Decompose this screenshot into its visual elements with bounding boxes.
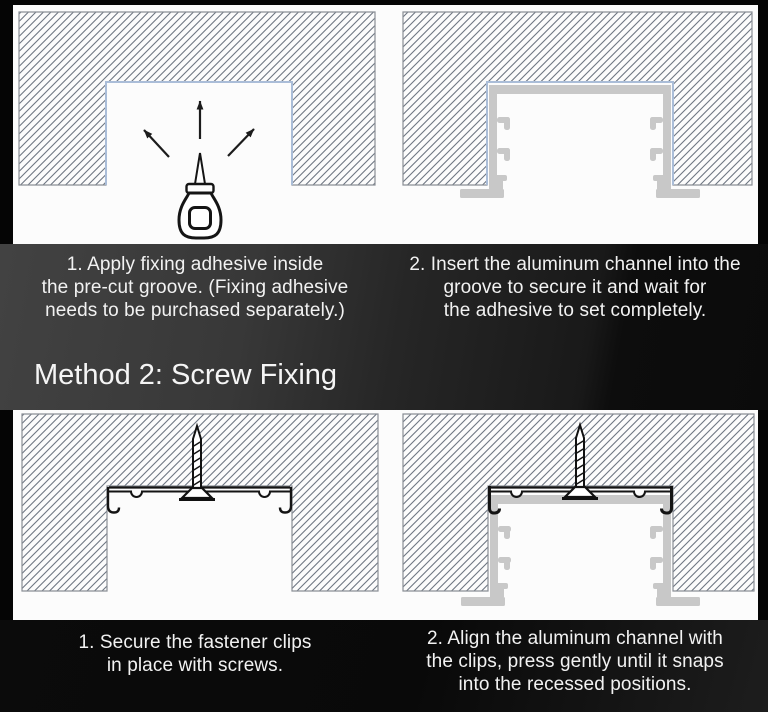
caption-line: needs to be purchased separately.) bbox=[45, 300, 345, 321]
groove-outline bbox=[105, 81, 293, 185]
glue-bottle-icon bbox=[177, 152, 223, 240]
diagram-snap-channel bbox=[402, 413, 755, 606]
method1-step1-caption: 1. Apply fixing adhesive inside the pre-… bbox=[6, 253, 384, 322]
hatched-wall bbox=[18, 11, 376, 186]
method1-diagrams-panel bbox=[13, 5, 758, 244]
arrow-up-right-icon bbox=[227, 128, 255, 157]
hatched-wall bbox=[402, 11, 753, 186]
caption-line: 2. Insert the aluminum channel into the bbox=[409, 254, 741, 275]
groove-outline bbox=[486, 81, 674, 185]
method1-captions-band: 1. Apply fixing adhesive inside the pre-… bbox=[0, 244, 768, 410]
method2-step2-caption: 2. Align the aluminum channel with the c… bbox=[386, 627, 764, 696]
caption-line: groove to secure it and wait for bbox=[443, 277, 707, 298]
screw-icon bbox=[562, 421, 598, 500]
caption-line: 1. Secure the fastener clips bbox=[78, 632, 312, 653]
caption-line: the pre-cut groove. (Fixing adhesive bbox=[41, 277, 349, 298]
method1-step2-caption: 2. Insert the aluminum channel into the … bbox=[386, 253, 764, 322]
hatched-wall bbox=[21, 413, 379, 592]
caption-line: 2. Align the aluminum channel with bbox=[427, 628, 723, 649]
method2-step1-caption: 1. Secure the fastener clips in place wi… bbox=[6, 631, 384, 677]
diagram-apply-adhesive bbox=[18, 11, 376, 240]
diagram-screw-clip bbox=[21, 413, 379, 592]
caption-line: 1. Apply fixing adhesive inside bbox=[66, 254, 324, 275]
caption-line: into the recessed positions. bbox=[458, 674, 692, 695]
caption-line: the adhesive to set completely. bbox=[443, 300, 707, 321]
arrow-up-left-icon bbox=[143, 129, 170, 158]
method2-captions-band: 1. Secure the fastener clips in place wi… bbox=[0, 620, 768, 712]
method2-heading: Method 2: Screw Fixing bbox=[34, 359, 338, 391]
caption-line: in place with screws. bbox=[106, 655, 284, 676]
method2-diagrams-panel bbox=[13, 410, 758, 620]
diagram-insert-channel bbox=[402, 11, 753, 198]
screw-icon bbox=[179, 422, 215, 501]
adhesive-direction-arrows bbox=[143, 100, 255, 158]
aluminum-channel bbox=[460, 85, 700, 198]
caption-line: the clips, press gently until it snaps bbox=[426, 651, 724, 672]
